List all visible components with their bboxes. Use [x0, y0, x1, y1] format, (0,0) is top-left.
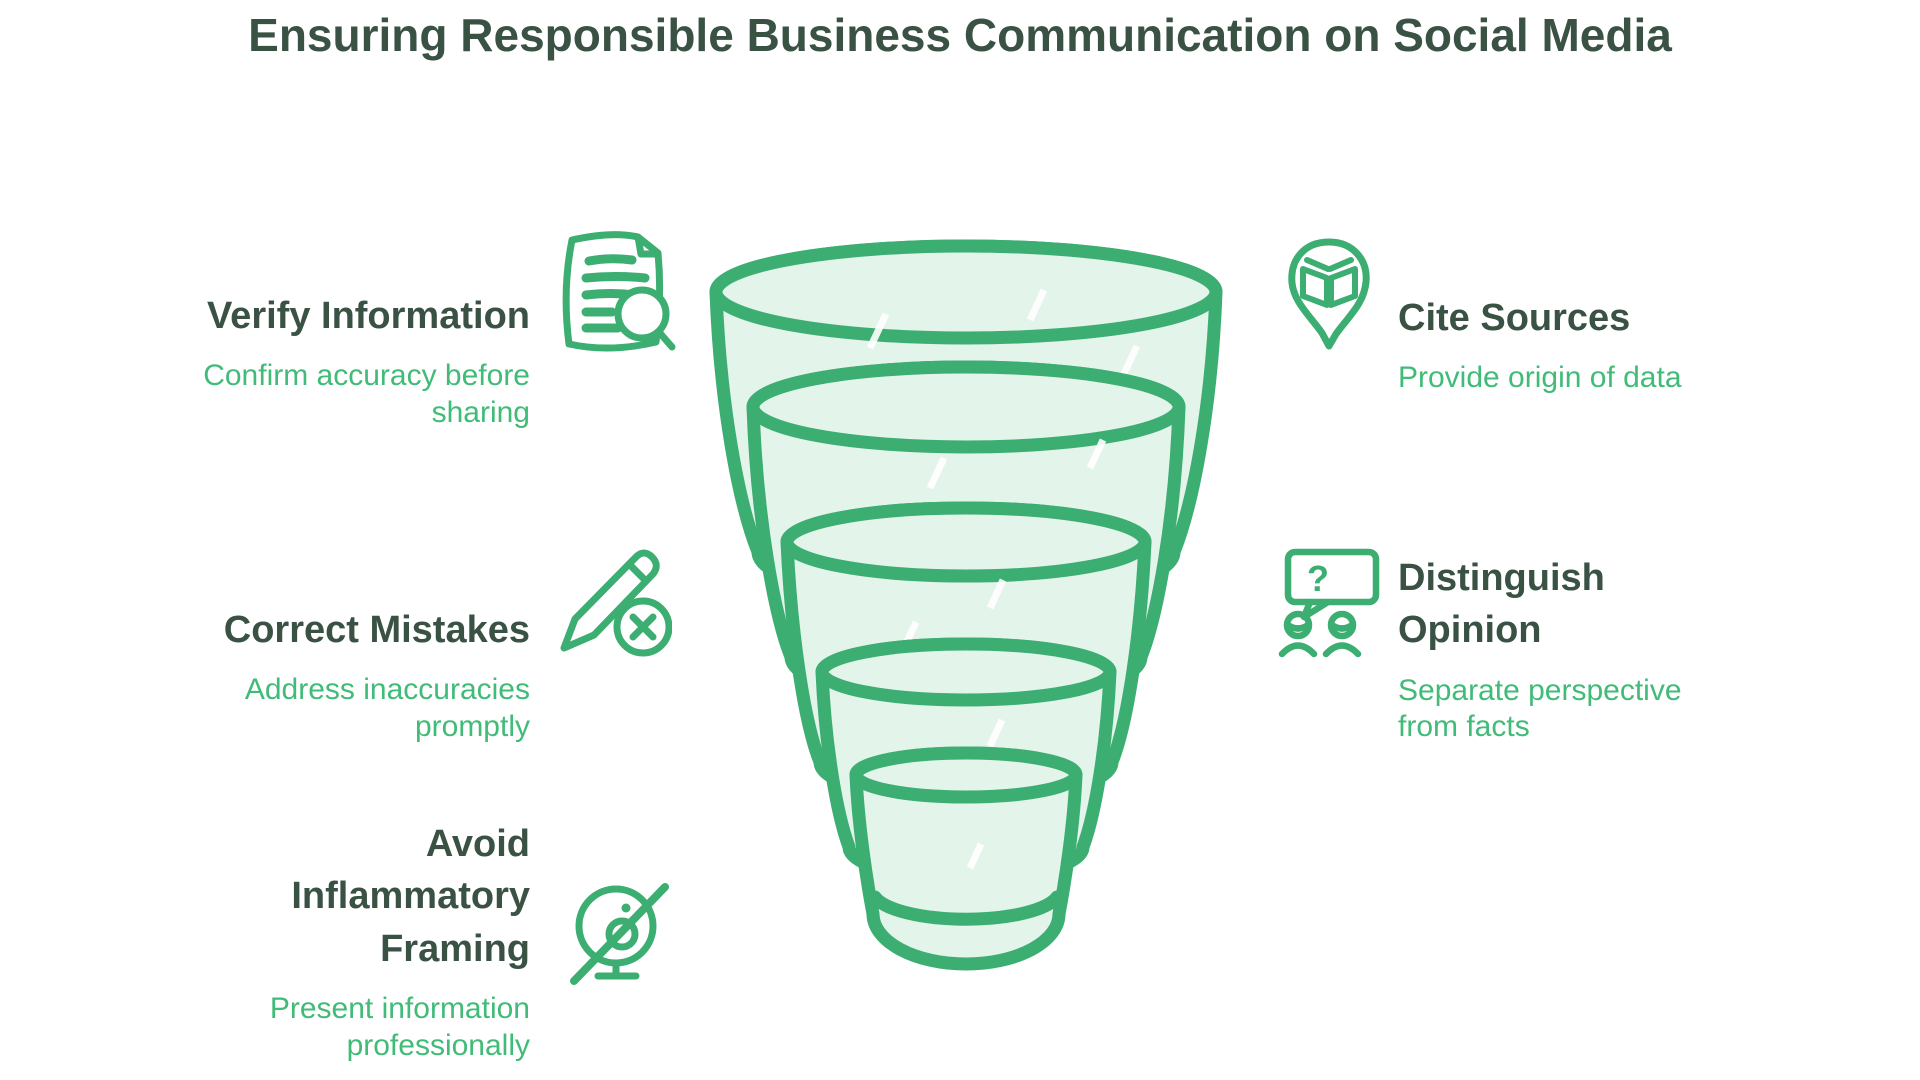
webcam-inner-circle	[605, 917, 639, 951]
item-heading: Distinguish Opinion	[1398, 557, 1605, 652]
pin-outline	[1288, 238, 1370, 350]
item-heading: Verify Information	[206, 295, 530, 337]
item-description: Provide origin of data	[1398, 361, 1682, 395]
funnel-diagram	[690, 222, 1246, 982]
sketch-streaks	[966, 842, 985, 870]
item-avoid-inflammatory-framing: Avoid Inflammatory Framing Present infor…	[135, 818, 530, 1065]
item-distinguish-opinion: Distinguish Opinion Separate perspective…	[1398, 552, 1728, 746]
item-description: Present information professionally	[269, 992, 530, 1062]
page-title: Ensuring Responsible Business Communicat…	[248, 9, 1672, 61]
item-heading: Cite Sources	[1398, 297, 1631, 339]
item-description: Address inaccuracies promptly	[244, 673, 530, 744]
question-bubble-people-icon: ?	[1278, 546, 1388, 660]
webcam-stand	[594, 959, 640, 980]
sketch-streaks	[926, 438, 1107, 490]
item-correct-mistakes: Correct Mistakes Address inaccuracies pr…	[135, 604, 530, 746]
magnifier-handle	[655, 328, 676, 351]
item-heading: Avoid Inflammatory Framing	[291, 823, 530, 970]
person-right	[1322, 610, 1362, 658]
funnel-layer-5	[849, 746, 1083, 971]
speech-bubble	[1284, 548, 1380, 606]
pencil-ferrule	[625, 560, 649, 584]
document-outline	[562, 231, 664, 352]
item-heading: Correct Mistakes	[223, 609, 530, 651]
document-text-lines	[581, 254, 650, 333]
document-search-icon	[548, 226, 678, 362]
item-verify-information: Verify Information Confirm accuracy befo…	[135, 290, 530, 432]
magnifier-lens	[614, 286, 670, 342]
error-x	[629, 613, 657, 641]
item-cite-sources: Cite Sources Provide origin of data	[1398, 292, 1818, 397]
broadcast-slash-icon	[560, 860, 678, 990]
book-pin-icon	[1283, 236, 1377, 354]
pencil-cross-icon	[552, 546, 672, 662]
document-fold	[634, 233, 662, 258]
slash-line	[570, 883, 669, 985]
question-mark: ?	[1307, 558, 1329, 599]
webcam-dot	[621, 903, 631, 913]
item-description: Separate perspective from facts	[1398, 673, 1682, 744]
pencil-body	[560, 549, 660, 652]
item-description: Confirm accuracy before sharing	[203, 359, 530, 430]
open-book	[1300, 257, 1358, 308]
person-left	[1278, 610, 1318, 658]
